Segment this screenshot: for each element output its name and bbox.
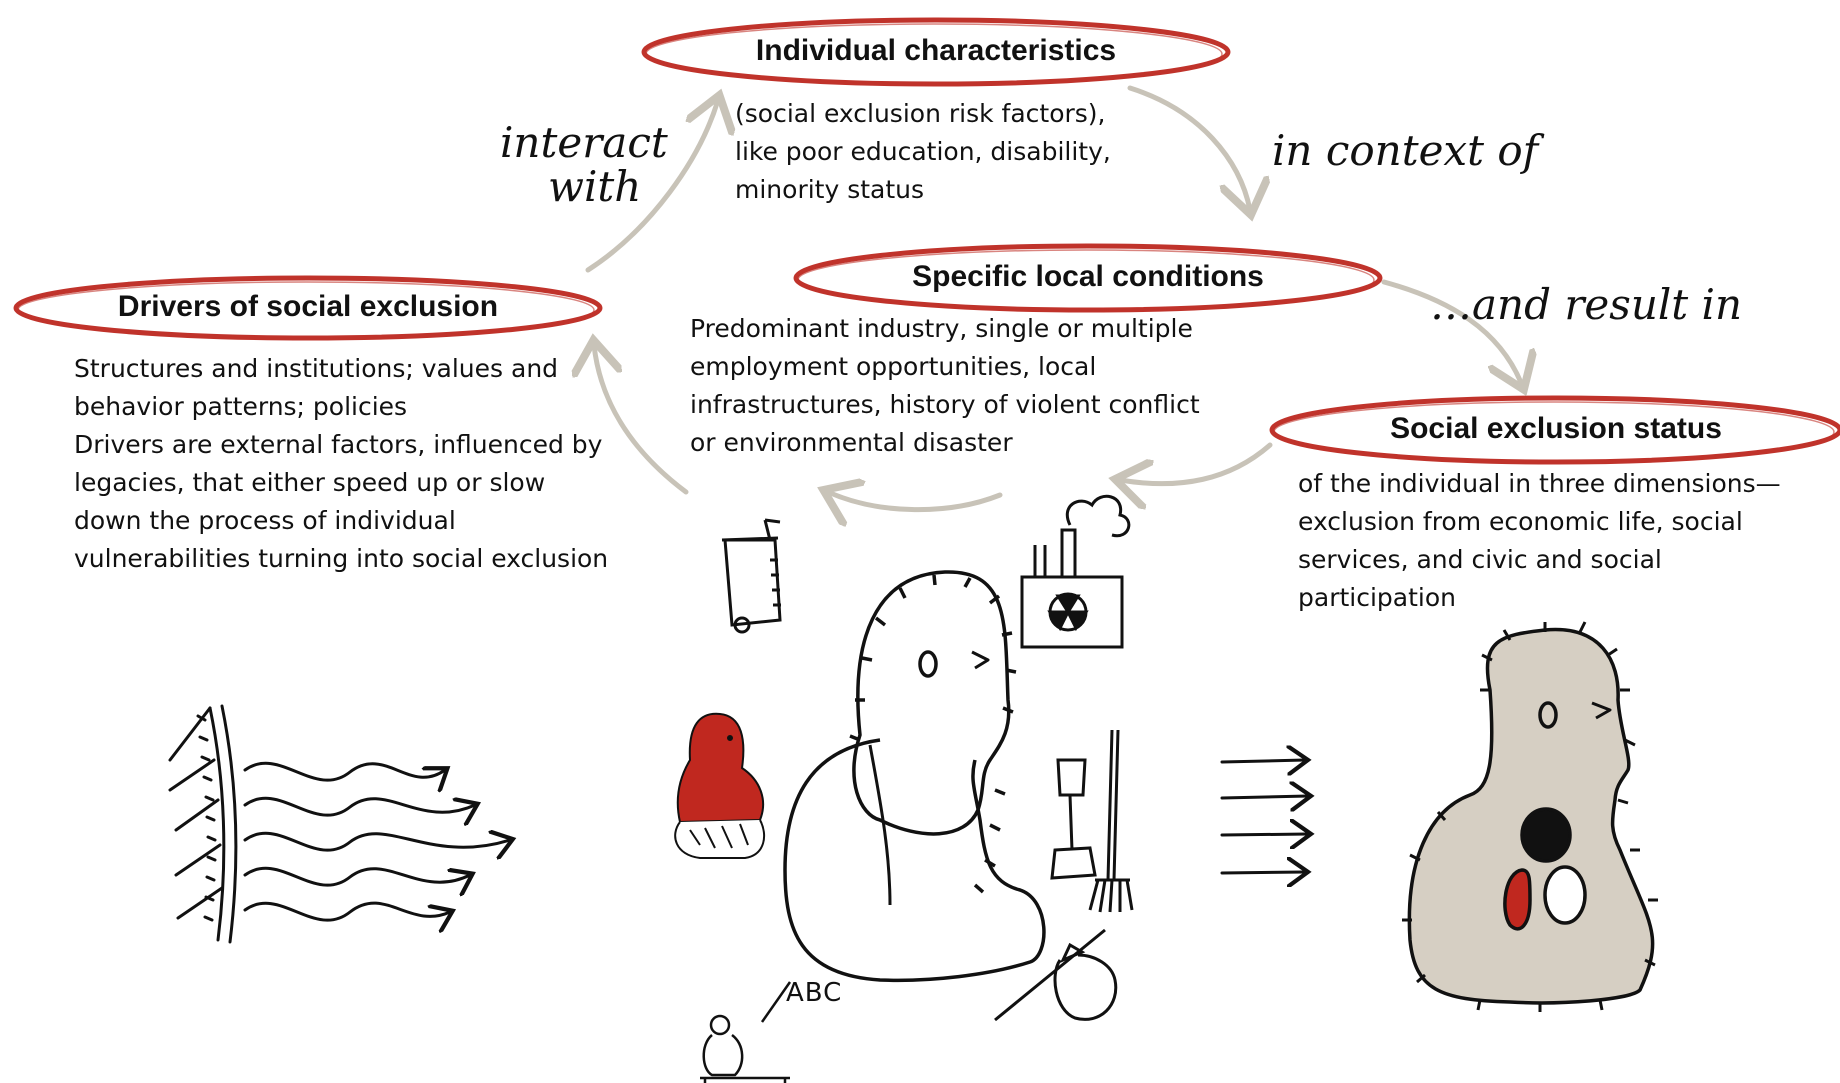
- connector-in-context-of: in context of: [1272, 126, 1539, 175]
- drivers-wind-icon: [168, 704, 510, 944]
- arrow-up-to-drivers: [594, 345, 689, 495]
- connector-interact-line2: with: [548, 162, 642, 211]
- arrow-status-to-center: [1120, 442, 1273, 484]
- node-local-description: Predominant industry, single or multiple…: [690, 314, 1200, 457]
- trash-bin-icon: [721, 518, 782, 634]
- factory-icon: [1020, 494, 1131, 649]
- minority-person-icon: [674, 712, 766, 859]
- node-drivers-title: Drivers of social exclusion: [117, 290, 499, 323]
- node-status-title: Social exclusion status: [1390, 412, 1722, 445]
- connector-interact-line1: interact: [500, 118, 668, 167]
- arrow-center-to-left: [828, 492, 1003, 510]
- node-drivers-description: Structures and institutions; values and …: [74, 354, 609, 573]
- node-individual-title: Individual characteristics: [755, 34, 1117, 67]
- tools-icon: [1050, 729, 1134, 913]
- blackboard-text: ABC: [786, 978, 843, 1008]
- ellipse-individual: [641, 17, 1231, 87]
- arrow-individual-to-local: [1127, 85, 1250, 210]
- node-local-title: Specific local conditions: [912, 260, 1264, 293]
- connector-and-result-in: …and result in: [1430, 280, 1743, 329]
- ellipse-drivers: [13, 275, 603, 341]
- education-icon: [700, 981, 792, 1083]
- ellipse-local: [793, 243, 1383, 313]
- arrow-drivers-to-individual: [585, 100, 718, 273]
- ellipse-status: [1269, 395, 1840, 465]
- result-arrows-icon: [1220, 760, 1308, 873]
- arrow-local-to-status: [1381, 279, 1522, 385]
- central-person-figure: [783, 570, 1046, 983]
- node-status-description: of the individual in three dimensions— e…: [1298, 469, 1781, 612]
- excluded-person-figure: [1402, 621, 1658, 1012]
- node-individual-description: (social exclusion risk factors), like po…: [735, 99, 1111, 204]
- bindle-icon: [994, 928, 1118, 1022]
